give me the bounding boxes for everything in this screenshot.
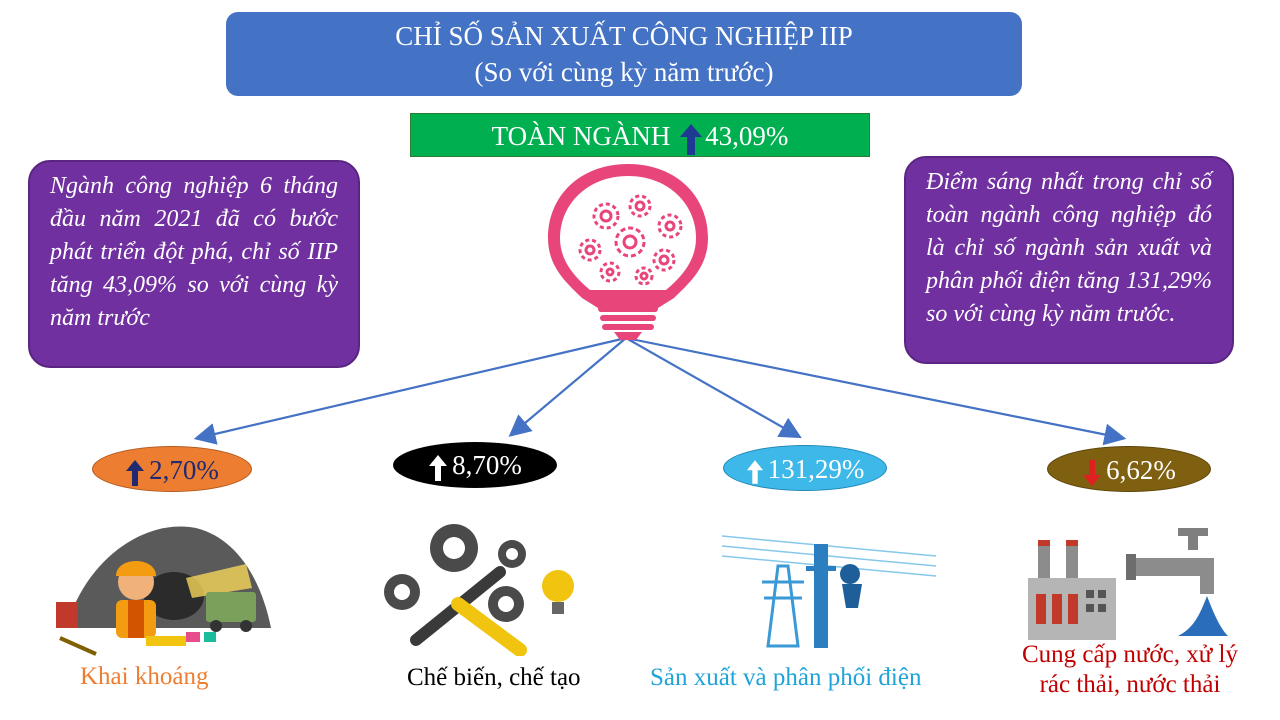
overall-index-box: TOÀN NGÀNH 43,09%: [410, 113, 870, 157]
sector-label-mining: Khai khoáng: [80, 663, 209, 690]
lightbulb-gears-icon: [548, 164, 708, 340]
power-line-icon: [722, 535, 936, 648]
sector-value-mining: 2,70%: [92, 446, 252, 492]
overall-value: 43,09%: [705, 121, 789, 151]
sector-label-power: Sản xuất và phân phối điện: [650, 664, 922, 691]
up-arrow-icon: [429, 454, 448, 481]
mining-icon: [56, 526, 271, 656]
factory-faucet-icon: [1028, 528, 1228, 640]
overall-label: TOÀN NGÀNH: [491, 121, 671, 151]
summary-callout-left: Ngành công nghiệp 6 tháng đầu năm 2021 đ…: [28, 160, 360, 368]
down-arrow-icon: [1083, 459, 1102, 486]
gears-wrench-icon: [384, 524, 574, 656]
up-arrow-icon: [126, 459, 145, 486]
sector-value-power: 131,29%: [723, 445, 887, 491]
page-title: CHỈ SỐ SẢN XUẤT CÔNG NGHIỆP IIP: [395, 21, 853, 51]
page-subtitle: (So với cùng kỳ năm trước): [474, 57, 774, 87]
sector-label-manufacturing: Chế biến, chế tạo: [407, 664, 581, 691]
sector-value-manufacturing: 8,70%: [393, 442, 557, 488]
up-arrow-icon: [746, 460, 763, 484]
sector-value-water: 6,62%: [1047, 446, 1211, 492]
sector-label-water: Cung cấp nước, xử lý rác thải, nước thải: [1022, 641, 1238, 698]
header-banner: CHỈ SỐ SẢN XUẤT CÔNG NGHIỆP IIP (So với …: [226, 12, 1022, 96]
up-arrow-icon: [680, 123, 703, 155]
summary-callout-right: Điểm sáng nhất trong chỉ số toàn ngành c…: [904, 156, 1234, 364]
